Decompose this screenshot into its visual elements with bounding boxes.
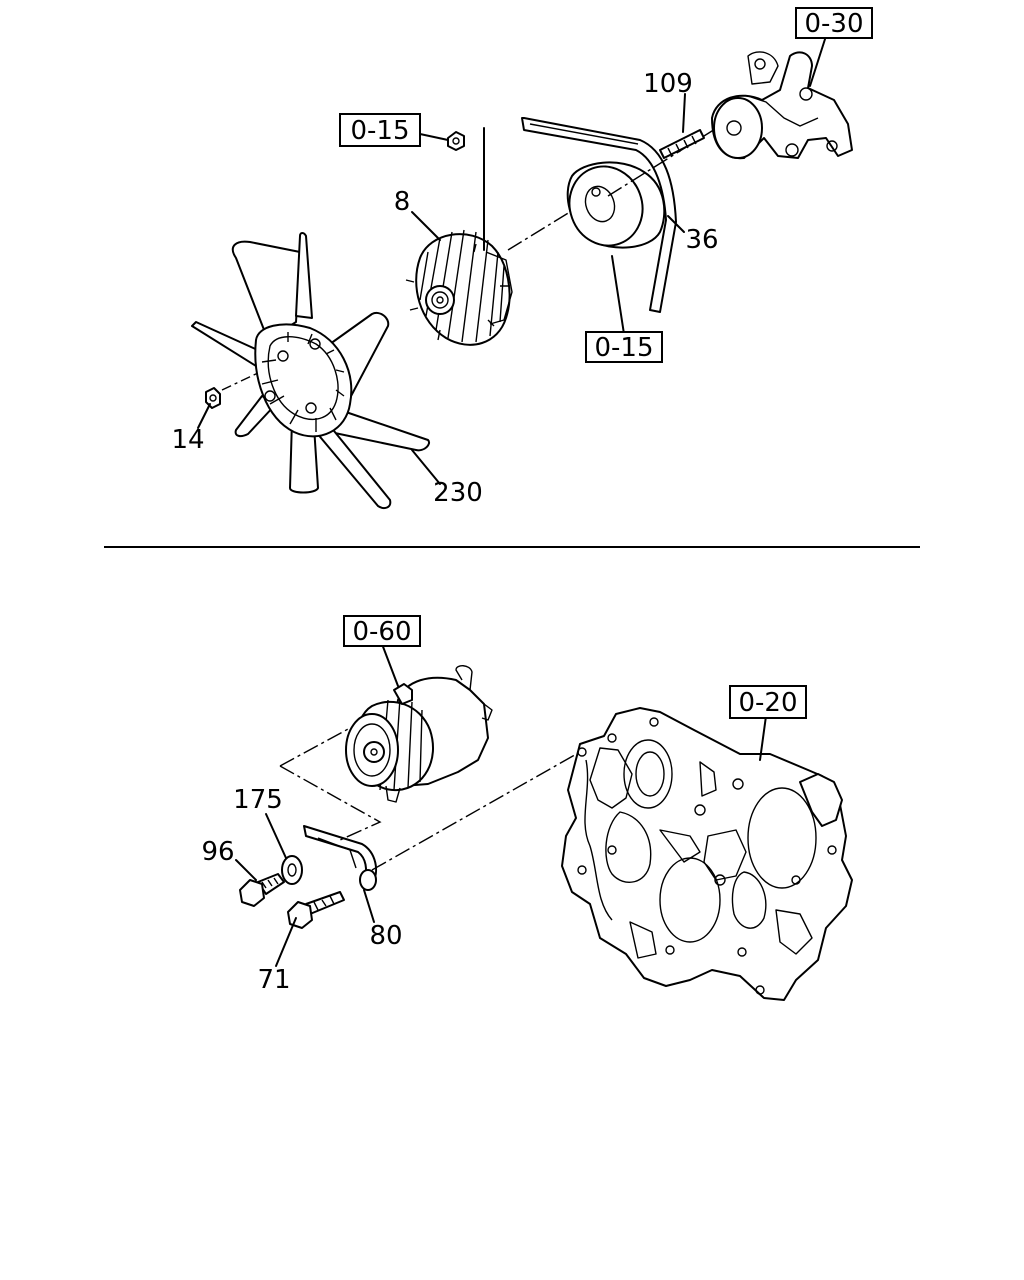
water-pump-bracket xyxy=(711,51,853,160)
fan-clutch xyxy=(405,229,513,346)
part-number-175: 175 xyxy=(233,785,283,815)
part-number-96: 96 xyxy=(201,837,234,867)
pulley xyxy=(566,161,666,249)
nut-top xyxy=(447,131,465,151)
bolt-96 xyxy=(239,873,285,907)
ref-0-15-top: 0-15 xyxy=(350,116,409,146)
timing-gear-case xyxy=(561,707,853,1001)
part-number-14: 14 xyxy=(171,425,204,455)
nut-14 xyxy=(205,387,221,409)
v-belt xyxy=(521,117,677,313)
part-number-8: 8 xyxy=(394,187,411,217)
part-number-230: 230 xyxy=(433,478,483,508)
ref-box-0-20 xyxy=(729,685,807,719)
part-number-36: 36 xyxy=(685,225,718,255)
stud-109 xyxy=(659,129,705,159)
ref-box-0-15-mid xyxy=(585,331,663,363)
part-number-71: 71 xyxy=(257,965,290,995)
cooling-fan xyxy=(191,232,430,509)
ref-box-0-30 xyxy=(795,7,873,39)
ref-0-20: 0-20 xyxy=(738,688,797,718)
ref-box-0-60 xyxy=(343,615,421,647)
bolt-71 xyxy=(287,891,345,929)
ref-box-0-15-top xyxy=(339,113,421,147)
ref-0-15-mid: 0-15 xyxy=(594,333,653,363)
washer-175 xyxy=(281,855,303,885)
alternator xyxy=(345,665,493,803)
ref-0-60: 0-60 xyxy=(352,617,411,647)
ref-0-30: 0-30 xyxy=(804,9,863,39)
alternator-brace xyxy=(303,825,378,891)
part-number-80: 80 xyxy=(369,921,402,951)
part-number-109: 109 xyxy=(643,69,693,99)
